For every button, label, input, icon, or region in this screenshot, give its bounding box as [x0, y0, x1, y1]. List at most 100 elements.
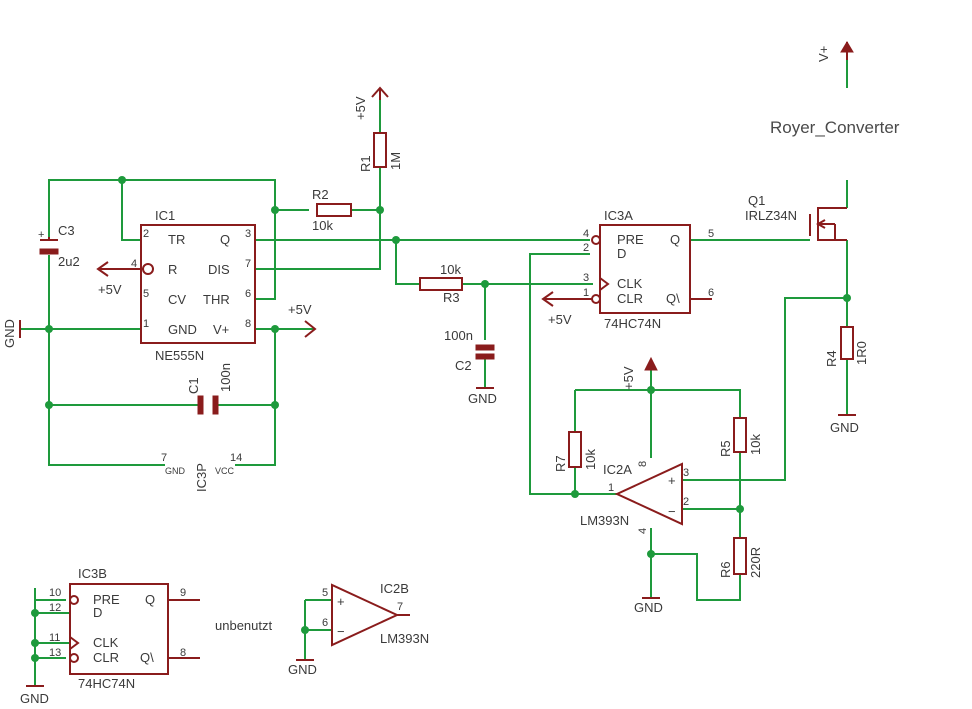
ic1-pin-tr: TR — [168, 232, 185, 247]
ic2a-pin8: 8 — [637, 461, 649, 467]
junction-dot — [31, 609, 39, 617]
ic3a-num-clk: 3 — [583, 272, 589, 284]
wire-sense — [682, 297, 847, 481]
ic1-num-cv: 5 — [143, 288, 149, 300]
ic2b-minus: − — [337, 624, 345, 639]
mosfet-q1: Q1 IRLZ34N — [745, 193, 847, 241]
ic3a-pin-d: D — [617, 246, 626, 261]
junction-dot — [45, 325, 53, 333]
resistor-r3: 10k R3 — [419, 262, 463, 305]
ic3a-num-qn: 6 — [708, 287, 714, 299]
c3-value: 2u2 — [58, 254, 80, 269]
gnd-ic3b-label: GND — [20, 691, 49, 706]
vplus-label: V+ — [816, 46, 831, 62]
ic2a-pin2: 2 — [683, 496, 689, 508]
q1-type: IRLZ34N — [745, 208, 797, 223]
ic3p-gnd-pin: 7 — [161, 452, 167, 464]
ic3b-num-q: 9 — [180, 587, 186, 599]
ic1-num-q: 3 — [245, 228, 251, 240]
supply-5v-label: +5V — [353, 96, 368, 120]
ic3p-vcc: VCC — [215, 466, 235, 476]
r2-value: 10k — [312, 218, 333, 233]
ic3b-pin-pre: PRE — [93, 592, 120, 607]
ic2a-name: IC2A — [603, 462, 632, 477]
junction-dot — [118, 176, 126, 184]
junction-dot — [301, 626, 309, 634]
wire-q-r3 — [395, 240, 420, 285]
ic3a-pin-q: Q — [670, 232, 680, 247]
ic3a-pin-pre: PRE — [617, 232, 644, 247]
ic1-num-thr: 6 — [245, 288, 251, 300]
resistor-r6: R6 220R — [718, 537, 763, 578]
junction-dot — [31, 639, 39, 647]
ic2a-pin1: 1 — [608, 482, 614, 494]
ic3a-num-q: 5 — [708, 228, 714, 240]
ic2a-lm393: + − IC2A LM393N 3 2 1 8 4 — [580, 461, 689, 534]
capacitor-c2: 100n C2 — [444, 328, 495, 373]
ic3a-pin-qn: Q\ — [666, 291, 680, 306]
ic3b-num-d: 12 — [49, 602, 61, 614]
ic2a-plus: + — [668, 473, 676, 488]
gnd-left-label: GND — [2, 319, 17, 348]
royer-converter-label: Royer_Converter — [770, 118, 900, 137]
ic1-ne555: IC1 NE555N TR R CV GND Q DIS THR V+ 2 4 … — [96, 208, 256, 363]
capacitor-c3: + C3 2u2 — [38, 223, 80, 269]
r7-value: 10k — [583, 449, 598, 470]
ic3p-gnd: GND — [165, 466, 186, 476]
ic3b-name: IC3B — [78, 566, 107, 581]
ic3b-num-pre: 10 — [49, 587, 61, 599]
wire-c3-top — [48, 179, 276, 237]
r2-name: R2 — [312, 187, 329, 202]
resistor-r5: R5 10k — [718, 417, 763, 457]
ic3b-pin-d: D — [93, 605, 102, 620]
junction-dot — [271, 325, 279, 333]
resistor-r7: R7 10k — [553, 431, 598, 472]
ic3b-74hc74: IC3B 74HC74N PRE D CLK CLR Q Q\ 10 12 11… — [49, 566, 200, 691]
r3-name: R3 — [443, 290, 460, 305]
ic3p-power: 7 GND 14 VCC IC3P — [161, 452, 242, 492]
ic3a-num-pre: 4 — [583, 228, 589, 240]
gnd-r4-label: GND — [830, 420, 859, 435]
ic2b-pin5: 5 — [322, 587, 328, 599]
junction-dot — [271, 206, 279, 214]
junction-dot — [571, 490, 579, 498]
supply-5v-vplus-label: +5V — [288, 302, 312, 317]
ic3a-74hc74: IC3A 74HC74N PRE D CLK CLR Q Q\ 4 2 3 1 … — [541, 208, 714, 331]
wires — [20, 60, 848, 686]
ic2b-pin7: 7 — [397, 601, 403, 613]
ic2b-pin6: 6 — [322, 617, 328, 629]
junction-dot — [376, 206, 384, 214]
r6-name: R6 — [718, 561, 733, 578]
supply-5v-comp: +5V — [621, 356, 658, 390]
ic3b-pin-qn: Q\ — [140, 650, 154, 665]
r7-name: R7 — [553, 455, 568, 472]
ic3a-num-d: 2 — [583, 242, 589, 254]
junction-dot — [271, 401, 279, 409]
vplus-supply-symbol: V+ — [816, 41, 854, 62]
ic3p-vcc-pin: 14 — [230, 452, 242, 464]
ic3a-type: 74HC74N — [604, 316, 661, 331]
gnd-comp-label: GND — [634, 600, 663, 615]
ic3b-pin-q: Q — [145, 592, 155, 607]
wire-d-comp — [529, 253, 617, 495]
wire-r6-gnd — [651, 553, 741, 601]
r3-value: 10k — [440, 262, 461, 277]
ic3b-type: 74HC74N — [78, 676, 135, 691]
junction-dot — [45, 401, 53, 409]
ic3p-name: IC3P — [194, 463, 209, 492]
wire-r7-r5-top — [575, 389, 741, 418]
junction-dot — [481, 280, 489, 288]
ic1-num-tr: 2 — [143, 228, 149, 240]
ic3b-num-clk: 11 — [49, 632, 60, 644]
ic3a-pin-clk: CLK — [617, 276, 643, 291]
junctions — [31, 176, 851, 662]
wire-r1-down — [255, 167, 381, 270]
r6-value: 220R — [748, 547, 763, 578]
wire-ic2b — [304, 599, 332, 660]
ic1-num-gnd: 1 — [143, 318, 149, 330]
ic1-pin-r: R — [168, 262, 177, 277]
supply-5v-comp-label: +5V — [621, 366, 636, 390]
gnd-symbol-c2: GND — [468, 387, 497, 406]
junction-dot — [31, 654, 39, 662]
c1-value: 100n — [218, 363, 233, 392]
